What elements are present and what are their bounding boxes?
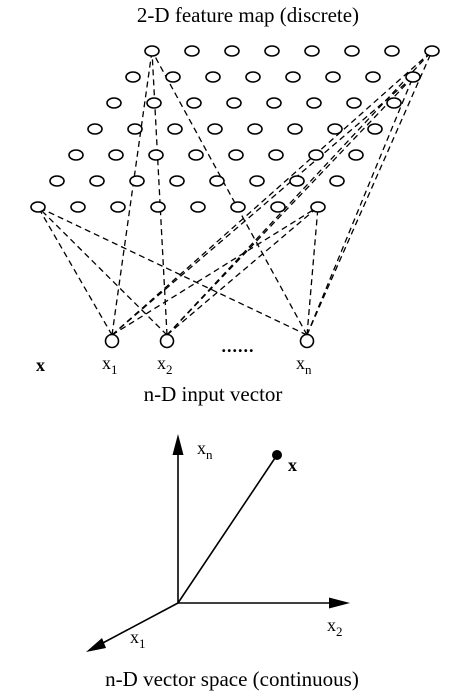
map-node	[424, 45, 440, 57]
axis-label-x2: x2	[327, 615, 343, 639]
map-node	[285, 71, 301, 83]
map-node	[287, 123, 303, 135]
map-node	[125, 71, 141, 83]
connection-line	[37, 206, 168, 336]
map-node	[348, 149, 364, 161]
input-nodes	[104, 333, 315, 349]
map-node	[30, 201, 46, 213]
connection-line	[111, 50, 433, 336]
input-node-2	[159, 333, 175, 349]
connection-line	[111, 76, 414, 336]
map-node	[289, 175, 305, 187]
connection-line	[166, 206, 319, 336]
map-node	[268, 149, 284, 161]
map-node	[230, 201, 246, 213]
connection-line	[37, 206, 113, 336]
connection-line	[37, 206, 308, 336]
map-node	[188, 149, 204, 161]
vector-space-axes	[86, 434, 350, 652]
axis-x1-arrow	[86, 638, 106, 652]
map-node	[247, 123, 263, 135]
feature-map-title: 2-D feature map (discrete)	[137, 3, 359, 27]
input-vector-caption: n-D input vector	[144, 382, 283, 406]
connection-line	[166, 50, 433, 336]
map-node	[325, 71, 341, 83]
map-node	[329, 175, 345, 187]
map-node	[148, 149, 164, 161]
map-node	[150, 201, 166, 213]
axis-x2-arrow	[329, 597, 350, 609]
map-node	[129, 175, 145, 187]
map-node	[327, 123, 343, 135]
connection-line	[111, 206, 319, 336]
connection-lines	[37, 50, 433, 336]
vector-line	[177, 454, 278, 604]
map-node	[346, 97, 362, 109]
map-node	[205, 71, 221, 83]
map-node	[167, 123, 183, 135]
map-node	[308, 149, 324, 161]
map-node	[165, 71, 181, 83]
map-node	[224, 45, 240, 57]
map-node	[127, 123, 143, 135]
map-node	[146, 97, 162, 109]
map-node	[386, 97, 402, 109]
map-node	[249, 175, 265, 187]
connection-line	[306, 206, 319, 336]
map-node	[207, 123, 223, 135]
map-node	[384, 45, 400, 57]
axis-xn-arrow	[172, 434, 184, 455]
input-label-2: x2	[157, 353, 173, 377]
map-node	[108, 149, 124, 161]
input-ellipsis: ......	[222, 336, 255, 356]
map-node	[365, 71, 381, 83]
connection-line	[111, 50, 153, 336]
map-node	[68, 149, 84, 161]
map-node	[226, 97, 242, 109]
map-node	[228, 149, 244, 161]
map-node	[89, 175, 105, 187]
axis-label-xn: xn	[197, 438, 213, 462]
axis-label-x1: x1	[130, 627, 146, 651]
feature-map-grid	[30, 45, 440, 213]
map-node	[304, 45, 320, 57]
input-label-1: x1	[102, 353, 118, 377]
map-node	[186, 97, 202, 109]
map-node	[169, 175, 185, 187]
map-node	[270, 201, 286, 213]
vector-point	[272, 450, 282, 460]
connection-line	[151, 50, 168, 336]
map-node	[106, 97, 122, 109]
map-node	[405, 71, 421, 83]
connection-line	[306, 76, 414, 336]
map-node	[310, 201, 326, 213]
connection-line	[306, 50, 433, 336]
connection-line	[151, 50, 308, 336]
map-node	[245, 71, 261, 83]
map-node	[110, 201, 126, 213]
map-node	[367, 123, 383, 135]
axis-x1	[98, 602, 179, 646]
map-node	[344, 45, 360, 57]
point-label: x	[288, 455, 297, 475]
input-label-n: xn	[296, 353, 312, 377]
map-node	[209, 175, 225, 187]
input-node-n	[299, 333, 315, 349]
map-node	[144, 45, 160, 57]
map-node	[70, 201, 86, 213]
map-node	[190, 201, 206, 213]
map-node	[306, 97, 322, 109]
vector-space-caption: n-D vector space (continuous)	[105, 667, 359, 691]
input-node-1	[104, 333, 120, 349]
map-node	[87, 123, 103, 135]
map-node	[184, 45, 200, 57]
input-vector-symbol: x	[36, 355, 45, 375]
map-node	[266, 97, 282, 109]
map-node	[264, 45, 280, 57]
map-node	[49, 175, 65, 187]
